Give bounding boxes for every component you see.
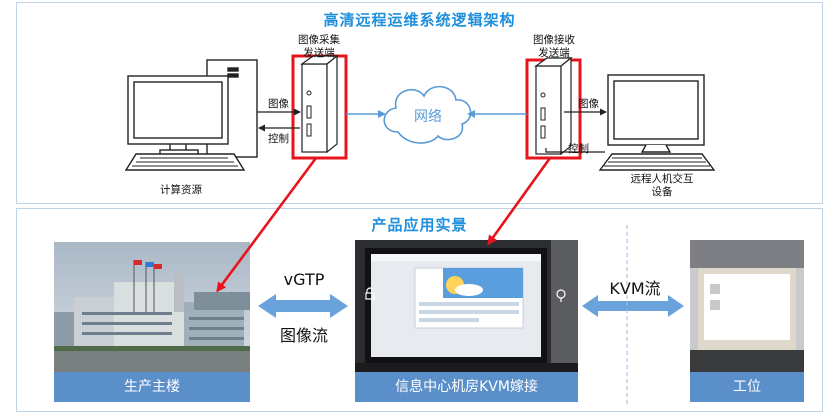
caption-kvm-room: 信息中心机房KVM嫁接	[355, 372, 578, 402]
building-photo	[54, 242, 250, 372]
hmi-label-line2: 设备	[651, 186, 673, 198]
pin-icon	[556, 289, 566, 302]
sender-box-icon	[291, 54, 348, 160]
caption-building: 生产主楼	[54, 372, 250, 402]
left-image-label: 图像	[268, 98, 289, 110]
computing-resource-icon	[124, 59, 258, 171]
sender-label: 图像采集 发送端	[289, 34, 349, 60]
left-control-label: 控制	[268, 133, 289, 145]
kvm-arrow	[582, 295, 684, 317]
caption-workstation: 工位	[690, 372, 804, 402]
receiver-label-line2: 发送端	[538, 47, 570, 59]
left-connectors	[257, 108, 301, 132]
sender-label-line1: 图像采集	[298, 34, 340, 46]
right-control-label: 控制	[568, 143, 589, 155]
receiver-label-line1: 图像接收	[533, 34, 575, 46]
receiver-box-icon	[525, 56, 582, 160]
sender-label-line2: 发送端	[303, 47, 335, 59]
workstation-photo	[690, 240, 804, 373]
network-label: 网络	[414, 109, 442, 125]
architecture-title: 高清远程运维系统逻辑架构	[323, 11, 516, 29]
hmi-label: 远程人机交互 设备	[607, 173, 717, 199]
hmi-label-line1: 远程人机交互	[630, 173, 694, 185]
application-title: 产品应用实景	[371, 216, 468, 234]
hmi-device-icon	[598, 74, 716, 171]
receiver-label: 图像接收 发送端	[524, 34, 584, 60]
network-cloud-icon	[383, 85, 472, 144]
right-connectors	[545, 108, 607, 153]
computing-label: 计算资源	[160, 184, 202, 196]
image-stream-label: 图像流	[279, 326, 328, 345]
kvm-stream-label: KVM流	[609, 279, 661, 298]
vgtp-arrow	[258, 294, 348, 318]
vgtp-label: vGTP	[283, 270, 325, 289]
lock-icon	[365, 287, 375, 300]
kvm-room-photo	[355, 240, 578, 373]
mapping-arrows	[216, 157, 552, 293]
right-image-label: 图像	[578, 98, 599, 110]
